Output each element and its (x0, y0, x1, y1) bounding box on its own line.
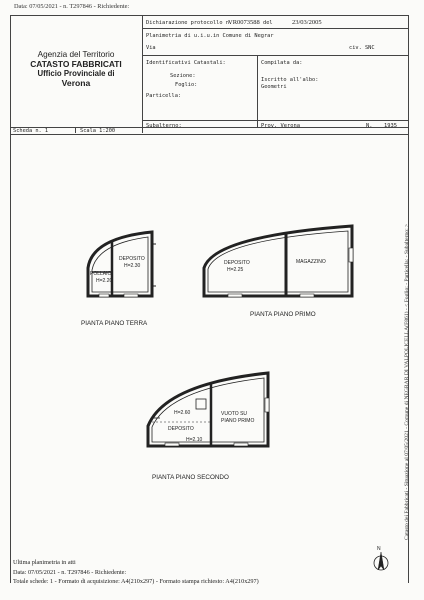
ufficio-label: Ufficio Provinciale di (37, 69, 115, 78)
first-room1-label: DEPOSITO (224, 260, 250, 266)
header-rule (142, 28, 408, 29)
protocol-del: del (263, 20, 273, 26)
ground-room1-label: DEPOSITO (119, 256, 145, 262)
foglio-label: Foglio: (175, 82, 198, 88)
ultima-planimetria: Ultima planimetria in atti (13, 559, 76, 566)
north-arrow-icon (373, 551, 389, 571)
second-void-line2: PIANO PRIMO (221, 418, 254, 424)
compilata-label: Compilata da: (261, 60, 303, 66)
ground-room2-label: POLLAIO (90, 271, 112, 277)
header-rule (10, 127, 408, 128)
second-height-2: H=2.10 (186, 437, 202, 443)
side-situation-text: Catasto dei Fabbricati - Situazione al 0… (404, 223, 410, 540)
number-label: N. (366, 123, 373, 129)
second-height-1: H=2.60 (174, 410, 190, 416)
header-divider-vertical (142, 15, 143, 133)
drawing-frame (10, 133, 409, 583)
footer-format-line: Totale schede: 1 - Formato di acquisizio… (13, 578, 259, 585)
particella-label: Particella: (146, 93, 182, 99)
protocol-date: 23/03/2005 (292, 19, 322, 26)
iscritto-label: Iscritto all'albo: (261, 77, 319, 83)
subalterno-label: Subalterno: (146, 123, 182, 129)
agency-block: Agenzia del Territorio CATASTO FABBRICAT… (10, 15, 142, 127)
ident-label: Identificativi Catastali: (146, 60, 226, 66)
protocol-label: Dichiarazione protocollo n. (146, 20, 233, 26)
second-floor-plan (146, 371, 270, 448)
first-floor-plan (202, 224, 354, 298)
top-request-line: Data: 07/05/2021 - n. T297846 - Richiede… (14, 3, 130, 10)
second-floor-title: PIANTA PIANO SECONDO (152, 474, 229, 481)
header-rule (142, 120, 408, 121)
first-room1-height: H=2.25 (227, 267, 243, 273)
ground-room1-height: H=2.30 (124, 263, 140, 269)
north-label: N (377, 546, 381, 552)
province-label: Prov. Verona (261, 123, 300, 129)
scheda-divider (75, 127, 76, 133)
catasto-title: CATASTO FABBRICATI (30, 59, 122, 69)
via-label: Via (146, 45, 156, 51)
civic-number: civ. SNC (349, 45, 375, 51)
ground-floor-title: PIANTA PIANO TERRA (81, 320, 148, 327)
albo-value: Geometri (261, 84, 287, 90)
planimetria-line: Planimetria di u.i.u.in Comune di Negrar (146, 33, 274, 39)
protocol-number: VR0073588 (228, 19, 260, 26)
second-room1-label: DEPOSITO (168, 426, 194, 432)
scheda-divider (142, 127, 143, 133)
header-box (10, 15, 409, 135)
agency-name: Agenzia del Territorio (37, 50, 115, 59)
sezione-label: Sezione: (170, 73, 196, 79)
scala-label: Scala 1:200 (80, 128, 116, 134)
city-label: Verona (61, 78, 91, 88)
scheda-label: Scheda n. 1 (13, 128, 49, 134)
first-floor-title: PIANTA PIANO PRIMO (250, 311, 316, 318)
first-room2-label: MAGAZZINO (296, 259, 326, 265)
header-divider-inner (257, 55, 258, 127)
header-rule (142, 55, 408, 56)
second-void-line1: VUOTO SU (221, 411, 247, 417)
number-value: 1935 (384, 123, 397, 129)
ground-room2-height: H=2.20 (96, 278, 112, 284)
footer-request-line: Data: 07/05/2021 - n. T297846 - Richiede… (13, 569, 127, 576)
ground-floor-plan (86, 230, 156, 298)
